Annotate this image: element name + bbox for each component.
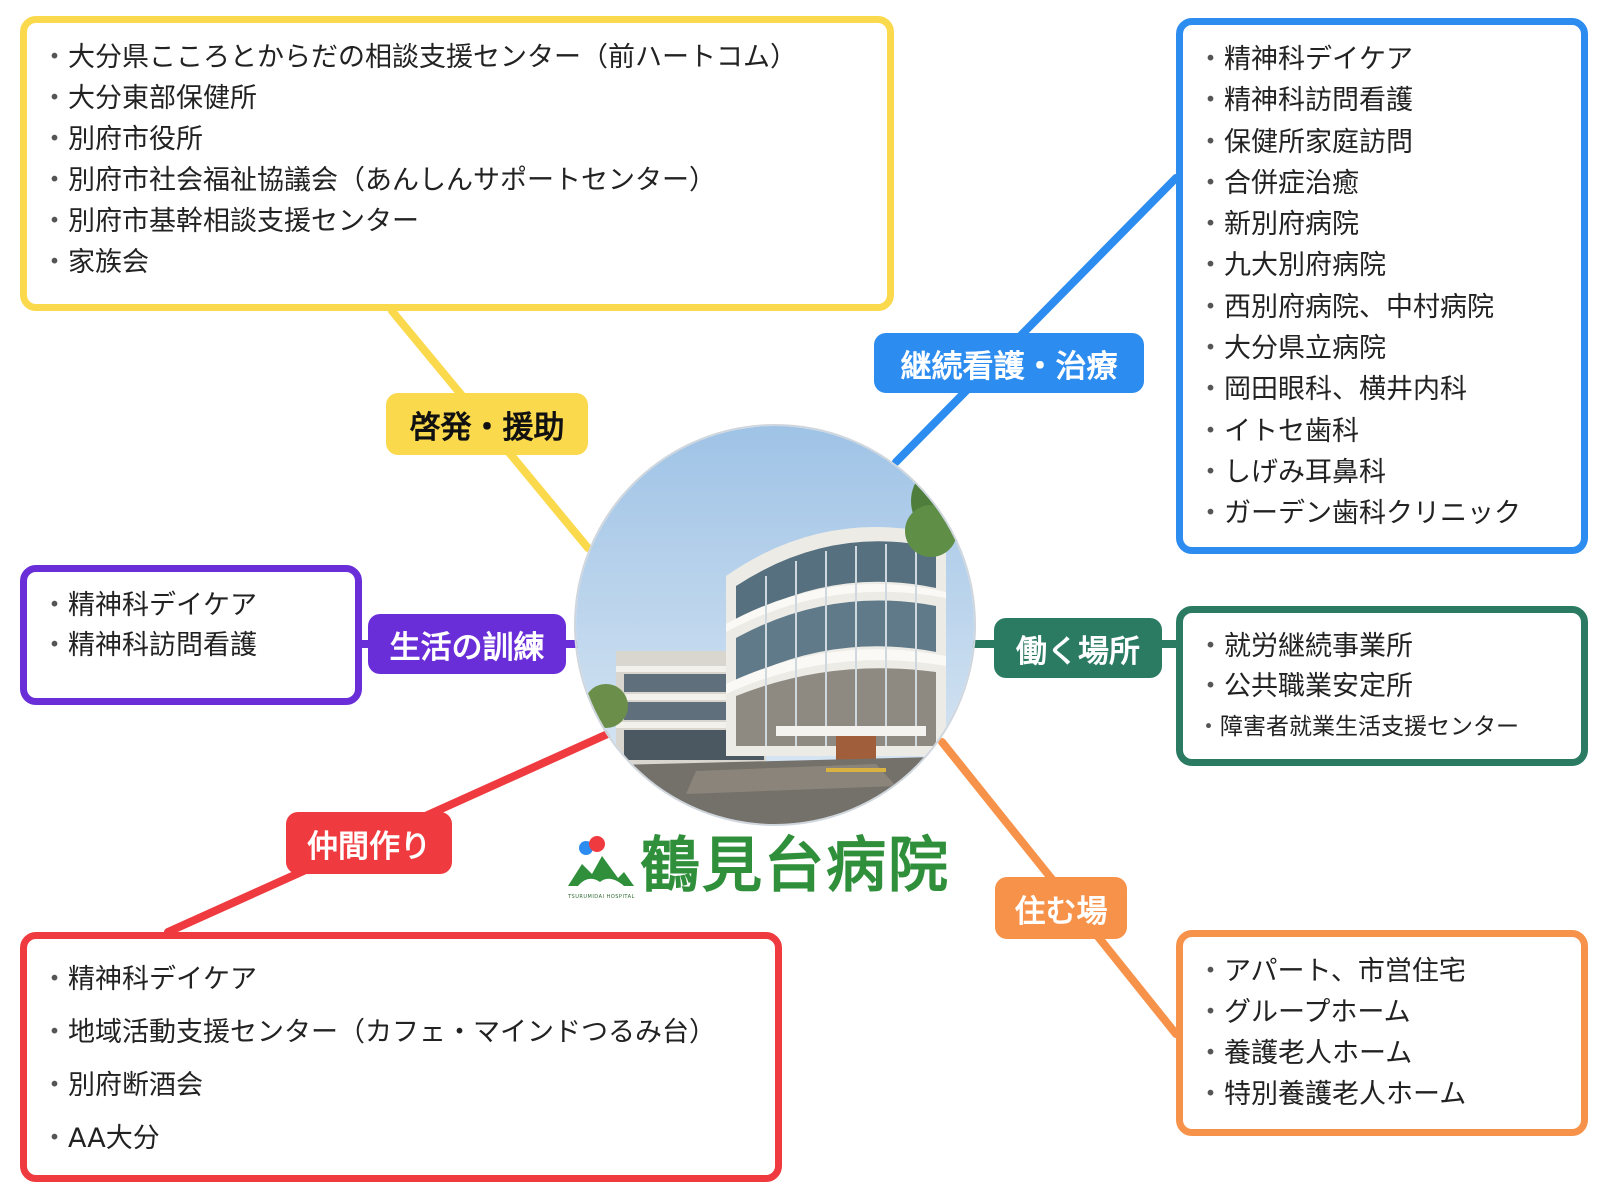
list-item: 岡田眼科、横井内科 — [1207, 369, 1561, 410]
list-item: 別府市基幹相談支援センター — [51, 201, 867, 242]
box-continuing-care: 精神科デイケア精神科訪問看護保健所家庭訪問合併症治癒新別府病院九大別府病院西別府… — [1176, 18, 1588, 554]
label-workplace: 働く場所 — [994, 618, 1162, 678]
continuing-care-list: 精神科デイケア精神科訪問看護保健所家庭訪問合併症治癒新別府病院九大別府病院西別府… — [1207, 39, 1561, 535]
list-item: 大分県こころとからだの相談支援センター（前ハートコム） — [51, 37, 867, 78]
list-item: 精神科デイケア — [51, 953, 755, 1006]
list-item: 別府市社会福祉協議会（あんしんサポートセンター） — [51, 160, 867, 201]
list-item: 合併症治癒 — [1207, 163, 1561, 204]
housing-list: アパート、市営住宅グループホーム養護老人ホーム特別養護老人ホーム — [1207, 951, 1561, 1115]
list-item: 精神科訪問看護 — [51, 626, 335, 666]
list-item: 特別養護老人ホーム — [1207, 1074, 1561, 1115]
list-item: 大分東部保健所 — [51, 78, 867, 119]
list-item: ガーデン歯科クリニック — [1207, 493, 1561, 534]
list-item: 新別府病院 — [1207, 204, 1561, 245]
label-continuing-care: 継続看護・治療 — [874, 333, 1144, 393]
hospital-name: 鶴見台病院 — [640, 831, 950, 901]
box-life-training: 精神科デイケア精神科訪問看護 — [20, 565, 362, 705]
connector-blue — [892, 174, 1180, 466]
hospital-subtitle: TSURUMIDAI HOSPITAL — [568, 894, 635, 900]
peer-building-list: 精神科デイケア地域活動支援センター（カフェ・マインドつるみ台）別府断酒会AA大分 — [51, 953, 755, 1165]
list-item: イトセ歯科 — [1207, 411, 1561, 452]
box-housing: アパート、市営住宅グループホーム養護老人ホーム特別養護老人ホーム — [1176, 930, 1588, 1136]
life-training-list: 精神科デイケア精神科訪問看護 — [51, 586, 335, 666]
list-item: 別府断酒会 — [51, 1059, 755, 1112]
box-peer-building: 精神科デイケア地域活動支援センター（カフェ・マインドつるみ台）別府断酒会AA大分 — [20, 932, 782, 1182]
list-item: 養護老人ホーム — [1207, 1033, 1561, 1074]
awareness-support-list: 大分県こころとからだの相談支援センター（前ハートコム）大分東部保健所別府市役所別… — [51, 37, 867, 283]
list-item: 大分県立病院 — [1207, 328, 1561, 369]
box-awareness-support: 大分県こころとからだの相談支援センター（前ハートコム）大分東部保健所別府市役所別… — [20, 16, 894, 311]
list-item: 精神科デイケア — [1207, 39, 1561, 80]
label-housing: 住む場 — [995, 877, 1127, 939]
hospital-building-photo — [574, 424, 976, 826]
list-item: 精神科訪問看護 — [1207, 80, 1561, 121]
list-item: アパート、市営住宅 — [1207, 951, 1561, 992]
mountain-emblem-icon — [568, 836, 634, 886]
building-illustration — [576, 426, 974, 824]
list-item: 障害者就業生活支援センター — [1207, 707, 1561, 747]
list-item: 別府市役所 — [51, 119, 867, 160]
list-item: 公共職業安定所 — [1207, 667, 1561, 707]
list-item: AA大分 — [51, 1112, 755, 1165]
workplace-list: 就労継続事業所公共職業安定所障害者就業生活支援センター — [1207, 627, 1561, 747]
label-awareness-support: 啓発・援助 — [386, 393, 588, 455]
list-item: 就労継続事業所 — [1207, 627, 1561, 667]
label-peer-building: 仲間作り — [286, 812, 452, 874]
list-item: 精神科デイケア — [51, 586, 335, 626]
list-item: 地域活動支援センター（カフェ・マインドつるみ台） — [51, 1006, 755, 1059]
box-workplace: 就労継続事業所公共職業安定所障害者就業生活支援センター — [1176, 606, 1588, 766]
list-item: 保健所家庭訪問 — [1207, 122, 1561, 163]
list-item: グループホーム — [1207, 992, 1561, 1033]
label-life-training: 生活の訓練 — [368, 614, 566, 674]
list-item: 西別府病院、中村病院 — [1207, 287, 1561, 328]
list-item: 九大別府病院 — [1207, 245, 1561, 286]
list-item: 家族会 — [51, 242, 867, 283]
hospital-logo: 鶴見台病院 TSURUMIDAI HOSPITAL — [566, 830, 948, 906]
list-item: しげみ耳鼻科 — [1207, 452, 1561, 493]
